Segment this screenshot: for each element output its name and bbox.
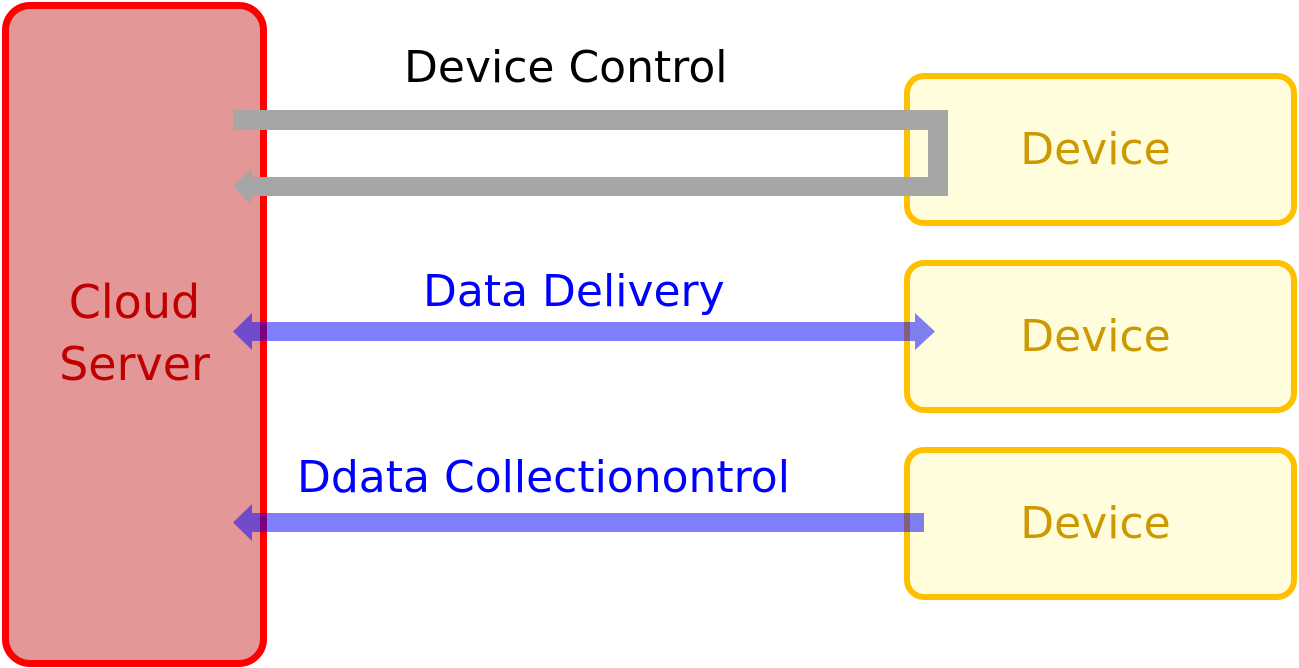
- device-node-1: Device: [904, 73, 1297, 226]
- data-collection-arrow: [233, 504, 924, 541]
- data-collection-label: Ddata Collectionontrol: [297, 452, 790, 503]
- cloud-server-label-line1: Cloud: [68, 274, 201, 329]
- device-label: Device: [1020, 498, 1171, 549]
- cloud-server-node: Cloud Server: [2, 2, 267, 667]
- device-control-connector: [233, 110, 948, 205]
- device-node-3: Device: [904, 447, 1297, 600]
- device-control-return-arrow: [233, 168, 948, 205]
- data-delivery-arrow: [233, 313, 935, 350]
- data-delivery-label: Data Delivery: [423, 266, 725, 317]
- device-label: Device: [1020, 124, 1171, 175]
- device-control-label: Device Control: [404, 42, 728, 93]
- device-control-outbound-line: [233, 110, 948, 130]
- cloud-server-label: Cloud Server: [59, 271, 210, 395]
- cloud-server-label-line2: Server: [59, 336, 210, 391]
- device-label: Device: [1020, 311, 1171, 362]
- device-node-2: Device: [904, 260, 1297, 413]
